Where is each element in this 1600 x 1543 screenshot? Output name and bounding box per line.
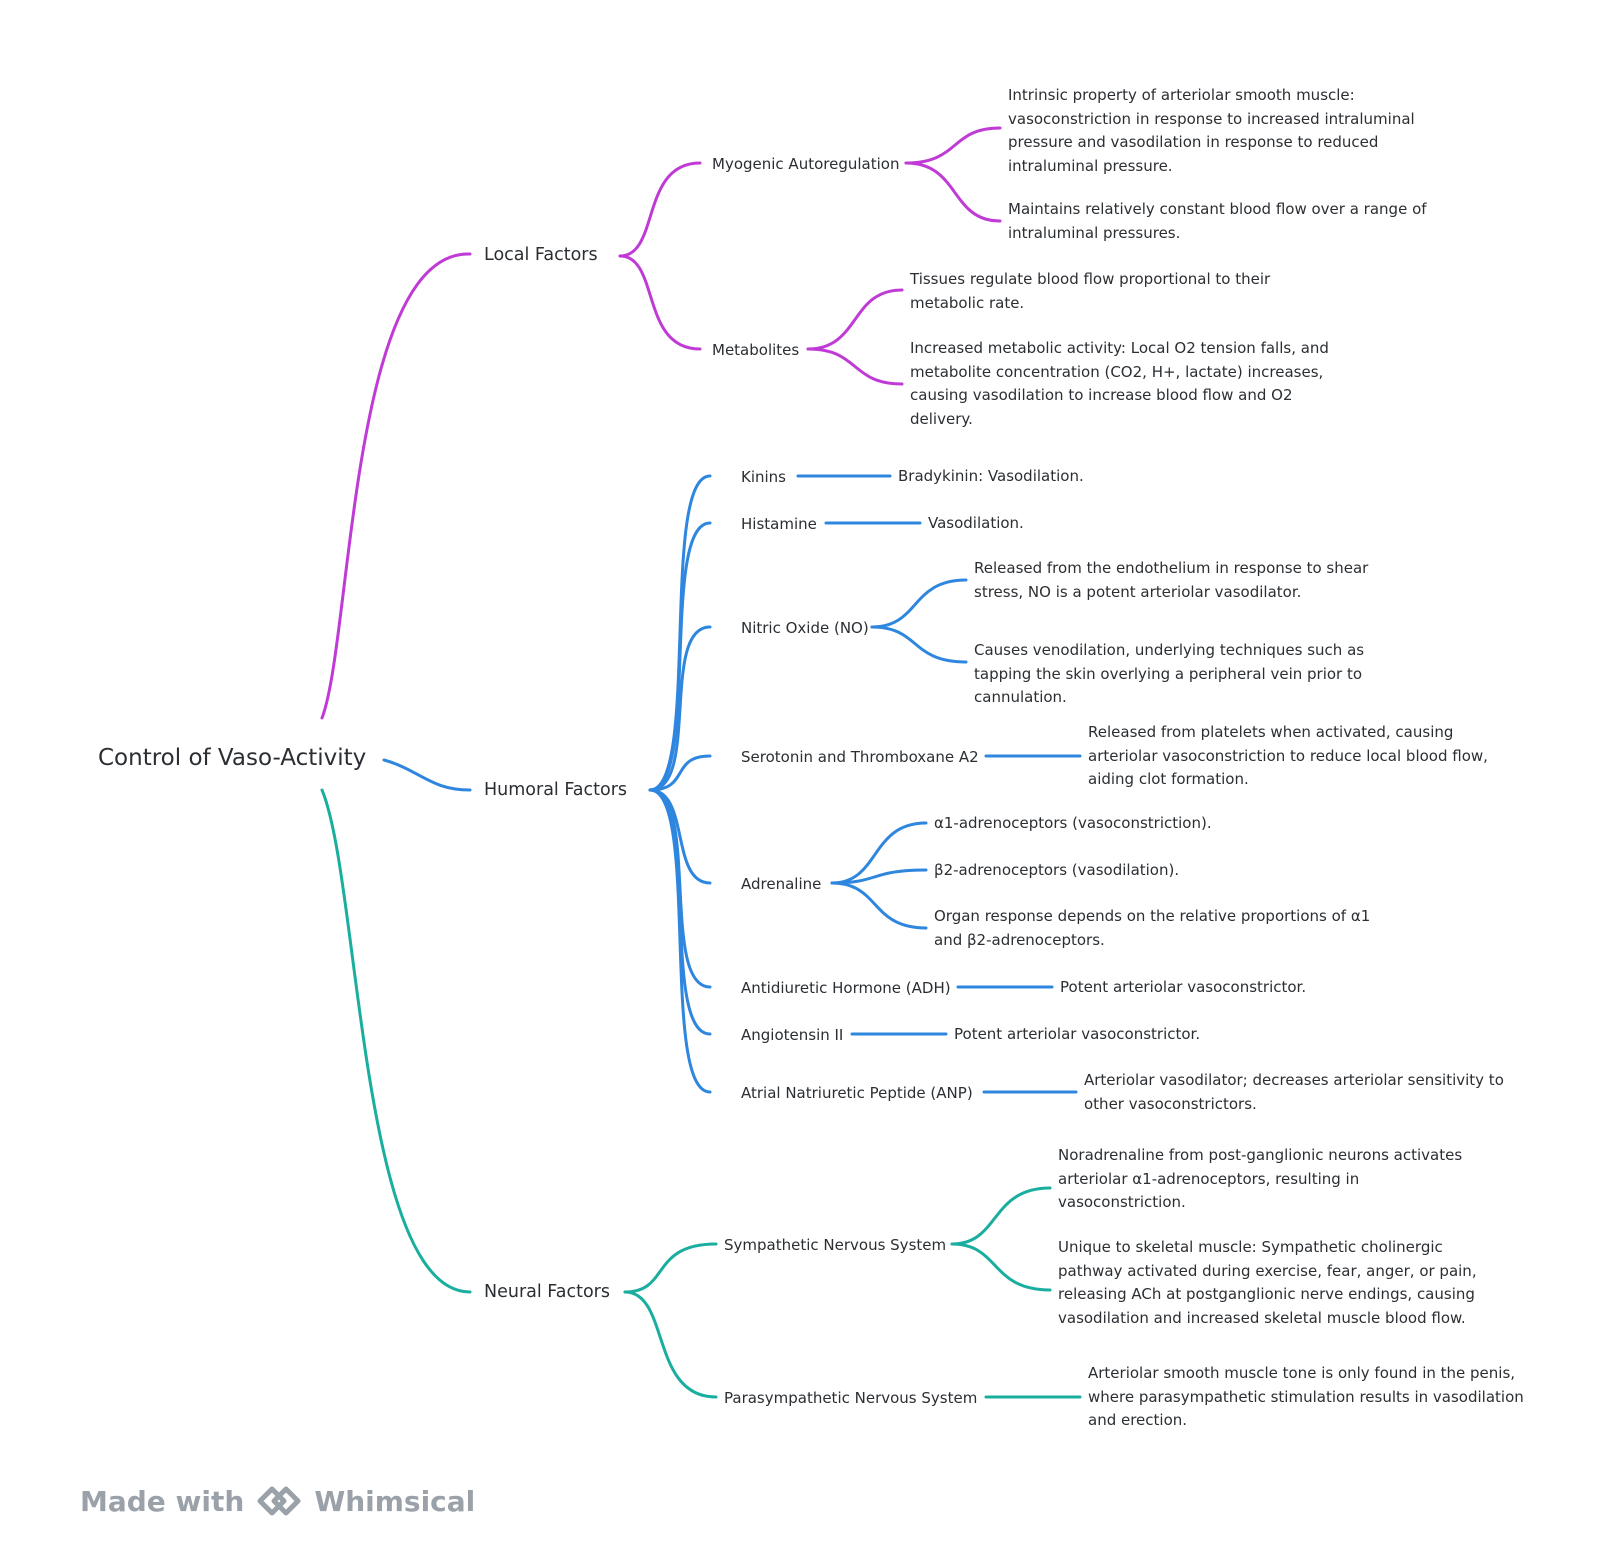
made-with-whimsical-badge[interactable]: Made with Whimsical xyxy=(80,1478,475,1524)
brand-prefix: Made with xyxy=(80,1484,245,1518)
edge-local-myogenic xyxy=(618,161,702,258)
detail-adrenaline-2[interactable]: β2-adrenoceptors (vasodilation). xyxy=(934,861,1180,879)
topic-histamine[interactable]: Histamine xyxy=(741,515,817,533)
edge-adrenaline-d3 xyxy=(830,881,928,930)
edge-root-neural xyxy=(320,788,472,1294)
detail-sympathetic-2[interactable]: Unique to skeletal muscle: Sympathetic c… xyxy=(1058,1238,1477,1327)
topic-metabolites[interactable]: Metabolites xyxy=(712,341,800,359)
topic-parasympathetic[interactable]: Parasympathetic Nervous System xyxy=(724,1389,978,1407)
topic-anp[interactable]: Atrial Natriuretic Peptide (ANP) xyxy=(741,1084,973,1102)
edge-metab-d2 xyxy=(806,347,904,386)
topic-serotonin-thromboxane[interactable]: Serotonin and Thromboxane A2 xyxy=(741,748,979,766)
detail-metabolites-1[interactable]: Tissues regulate blood flow proportional… xyxy=(910,270,1271,312)
edge-symp-d1 xyxy=(950,1186,1052,1246)
detail-no-1[interactable]: Released from the endothelium in respons… xyxy=(974,559,1369,601)
detail-adrenaline-3[interactable]: Organ response depends on the relative p… xyxy=(934,907,1371,949)
edge-adrenaline-d2 xyxy=(830,868,928,885)
edge-neural-sympathetic xyxy=(623,1242,718,1294)
whimsical-logo-icon xyxy=(257,1486,301,1516)
root-topic[interactable]: Control of Vaso-Activity xyxy=(82,732,383,784)
edge-local-metabolites xyxy=(618,254,702,351)
edge-no-d2 xyxy=(870,625,968,664)
edge-neural-parasympathetic xyxy=(623,1290,718,1399)
category-local-factors[interactable]: Local Factors xyxy=(484,245,598,265)
detail-anp-1[interactable]: Arteriolar vasodilator; decreases arteri… xyxy=(1084,1071,1504,1113)
category-humoral-factors[interactable]: Humoral Factors xyxy=(484,780,628,800)
edge-humoral-serotonin xyxy=(648,754,712,792)
topic-sympathetic[interactable]: Sympathetic Nervous System xyxy=(724,1236,947,1254)
edge-root-local xyxy=(320,252,472,720)
category-neural-factors[interactable]: Neural Factors xyxy=(484,1282,610,1302)
detail-angiotensin-1[interactable]: Potent arteriolar vasoconstrictor. xyxy=(954,1025,1201,1043)
detail-myogenic-1[interactable]: Intrinsic property of arteriolar smooth … xyxy=(1008,86,1415,175)
brand-name: Whimsical xyxy=(314,1484,476,1518)
edge-myogenic-d2 xyxy=(904,161,1002,223)
edge-humoral-histamine xyxy=(648,521,712,792)
edge-metab-d1 xyxy=(806,288,904,351)
detail-no-2[interactable]: Causes venodilation, underlying techniqu… xyxy=(974,641,1365,706)
edge-humoral-anp xyxy=(648,788,712,1094)
topic-adrenaline[interactable]: Adrenaline xyxy=(741,875,822,893)
edge-humoral-no xyxy=(648,625,712,792)
topic-myogenic-autoregulation[interactable]: Myogenic Autoregulation xyxy=(712,155,900,173)
topic-adh[interactable]: Antidiuretic Hormone (ADH) xyxy=(741,979,951,997)
detail-serotonin-1[interactable]: Released from platelets when activated, … xyxy=(1088,723,1488,788)
detail-myogenic-2[interactable]: Maintains relatively constant blood flow… xyxy=(1008,200,1427,242)
edge-root-humoral xyxy=(382,758,472,792)
topic-kinins[interactable]: Kinins xyxy=(741,468,786,486)
detail-metabolites-2[interactable]: Increased metabolic activity: Local O2 t… xyxy=(910,339,1329,428)
detail-adrenaline-1[interactable]: α1-adrenoceptors (vasoconstriction). xyxy=(934,814,1212,832)
detail-adh-1[interactable]: Potent arteriolar vasoconstrictor. xyxy=(1060,978,1307,996)
topic-nitric-oxide[interactable]: Nitric Oxide (NO) xyxy=(741,619,869,637)
detail-histamine-1[interactable]: Vasodilation. xyxy=(928,514,1024,532)
detail-sympathetic-1[interactable]: Noradrenaline from post-ganglionic neuro… xyxy=(1058,1146,1463,1211)
edge-symp-d2 xyxy=(950,1242,1052,1292)
edge-myogenic-d1 xyxy=(904,126,1002,165)
detail-parasympathetic-1[interactable]: Arteriolar smooth muscle tone is only fo… xyxy=(1088,1364,1524,1429)
detail-kinins-1[interactable]: Bradykinin: Vasodilation. xyxy=(898,467,1084,485)
edge-no-d1 xyxy=(870,578,968,629)
topic-angiotensin[interactable]: Angiotensin II xyxy=(741,1026,844,1044)
edge-adrenaline-d1 xyxy=(830,821,928,885)
